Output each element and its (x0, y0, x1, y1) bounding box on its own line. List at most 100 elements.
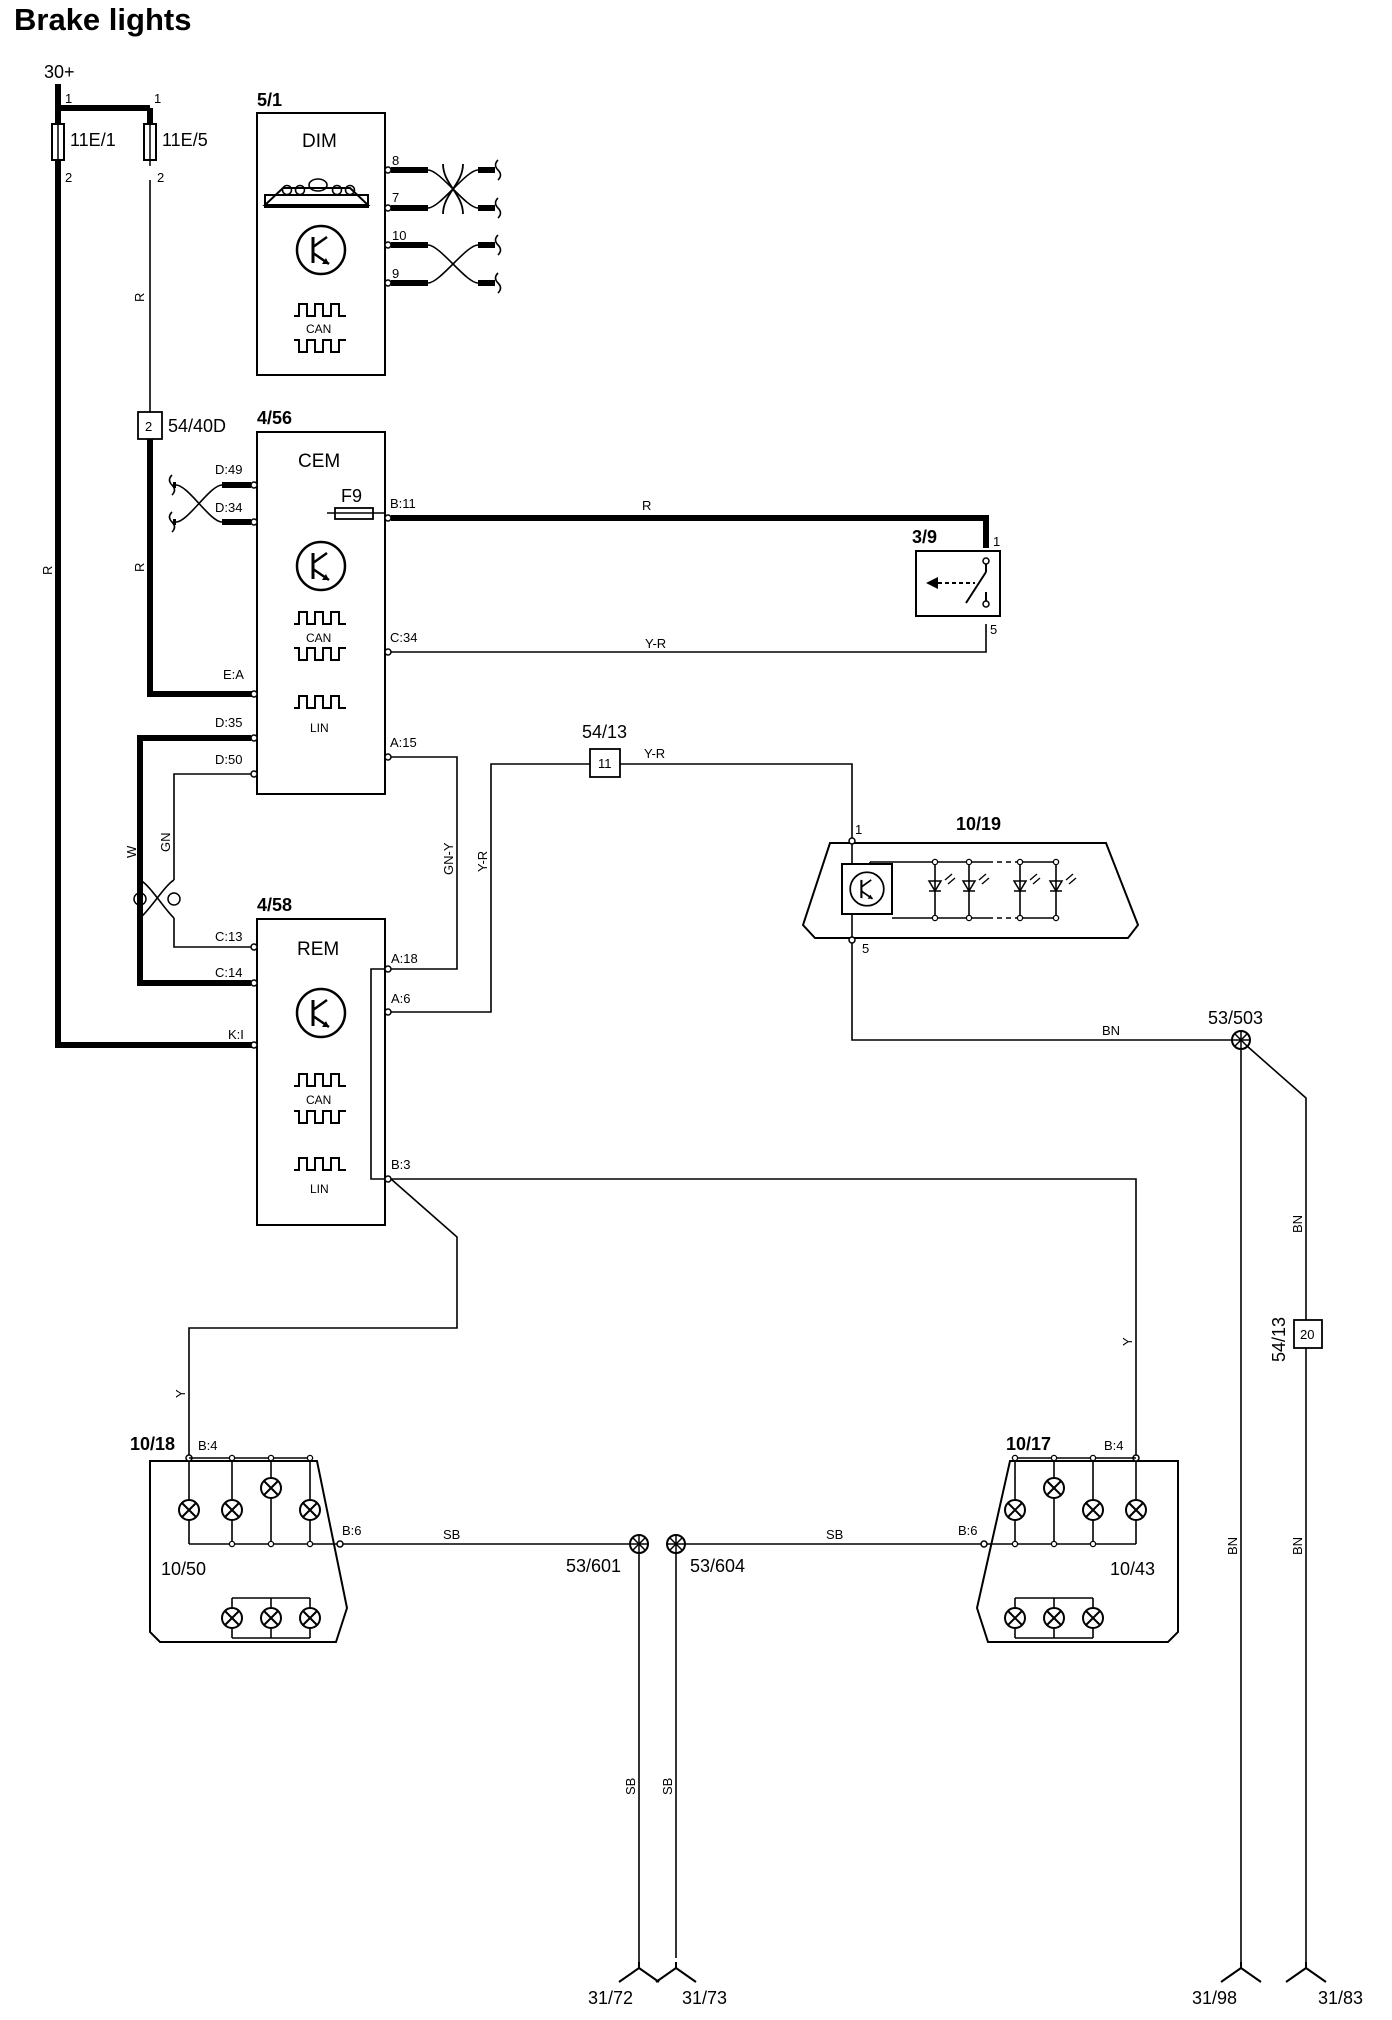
right-lamp-id: 10/17 (1006, 1434, 1051, 1454)
transistor-icon (295, 224, 347, 276)
transistor-icon (295, 987, 347, 1039)
svg-text:BN: BN (1102, 1023, 1120, 1038)
svg-text:BN: BN (1290, 1537, 1305, 1555)
svg-text:10: 10 (392, 228, 406, 243)
svg-text:B:6: B:6 (958, 1523, 978, 1538)
led-icon (927, 858, 956, 922)
svg-text:7: 7 (392, 190, 399, 205)
connector-54-40d-label: 54/40D (168, 416, 226, 436)
ground-31-83: 31/83 (1318, 1988, 1363, 2008)
fuse-11e5: 11E/5 2 (143, 108, 208, 185)
bulb-icon (1043, 1607, 1065, 1629)
svg-text:2: 2 (65, 170, 72, 185)
ground-31-98: 31/98 (1192, 1988, 1237, 2008)
hmsl-id: 10/19 (956, 814, 1001, 834)
svg-text:C:13: C:13 (215, 929, 242, 944)
wire-r-cem-switch: R (391, 498, 989, 548)
bulb-icon (178, 1499, 200, 1521)
svg-text:Y-R: Y-R (645, 636, 666, 651)
svg-text:A:18: A:18 (391, 951, 418, 966)
splice-53-503-label: 53/503 (1208, 1008, 1263, 1028)
svg-text:D:34: D:34 (215, 500, 242, 515)
connector-54-40d (137, 411, 163, 440)
svg-text:B:3: B:3 (391, 1157, 411, 1172)
svg-text:GN: GN (158, 833, 173, 853)
fuse-11e5-label: 11E/5 (162, 130, 208, 150)
svg-text:E:A: E:A (223, 667, 244, 682)
module-dim: 5/1 DIM CAN (256, 90, 386, 376)
fuse-11e1: 11E/1 2 (51, 108, 116, 185)
svg-text:B:11: B:11 (390, 496, 416, 511)
right-bulb-label: 10/43 (1110, 1559, 1155, 1579)
wire-bn-ground-83: BN 20 54/13 BN 31/83 (1246, 1045, 1363, 2008)
splice-53-604-label: 53/604 (690, 1556, 745, 1576)
wire-y-rem-lamps: Y Y (173, 1178, 1137, 1458)
svg-text:R: R (642, 498, 651, 513)
connector-54-13-b-label: 54/13 (1269, 1317, 1289, 1362)
dim-id: 5/1 (257, 90, 282, 110)
svg-text:2: 2 (145, 419, 152, 434)
svg-text:C:14: C:14 (215, 965, 242, 980)
splice-53-601 (629, 1534, 649, 1554)
svg-text:8: 8 (392, 153, 399, 168)
svg-text:C:34: C:34 (390, 630, 417, 645)
svg-text:1: 1 (65, 91, 72, 106)
led-icon (961, 858, 990, 922)
left-lamp-id: 10/18 (130, 1434, 175, 1454)
svg-text:B:4: B:4 (1104, 1438, 1124, 1453)
connector-54-13-a (589, 748, 621, 778)
ground-31-72: 31/72 (588, 1988, 633, 2008)
rem-id: 4/58 (257, 895, 292, 915)
svg-text:2: 2 (157, 170, 164, 185)
wire-cem-rem-lin: W GN (124, 735, 251, 986)
dim-name: DIM (302, 131, 337, 152)
switch-id: 3/9 (912, 527, 937, 547)
bulb-icon (221, 1607, 243, 1629)
brake-switch: 3/9 1 5 (912, 527, 1001, 637)
svg-text:1: 1 (993, 534, 1000, 549)
svg-text:B:4: B:4 (198, 1438, 218, 1453)
svg-text:CAN: CAN (306, 322, 331, 336)
bulb-icon (1043, 1477, 1065, 1499)
svg-text:SB: SB (826, 1527, 843, 1542)
module-cem: 4/56 CEM F9 CAN LIN D:49 D:34 B:11 C:34 … (215, 408, 417, 795)
svg-text:11: 11 (598, 756, 612, 771)
svg-text:SB: SB (660, 1778, 675, 1795)
splice-53-604 (666, 1534, 686, 1554)
instrument-cluster-icon (262, 178, 371, 208)
supply-label: 30+ (44, 62, 75, 82)
led-icon (1048, 858, 1077, 922)
bulb-icon (299, 1499, 321, 1521)
svg-text:R: R (40, 566, 55, 575)
svg-text:9: 9 (392, 266, 399, 281)
cem-id: 4/56 (257, 408, 292, 428)
cem-fuse-label: F9 (341, 486, 362, 506)
wire-yr-switch-cem: Y-R (391, 624, 987, 653)
svg-text:LIN: LIN (310, 1182, 329, 1196)
bulb-icon (1082, 1499, 1104, 1521)
wire-bn-hmsl-splice: BN (851, 943, 1238, 1041)
bulb-icon (260, 1607, 282, 1629)
wire-sb-right: 53/604 SB SB 31/73 (655, 1527, 981, 2008)
cem-name: CEM (298, 451, 340, 472)
svg-text:BN: BN (1225, 1537, 1240, 1555)
svg-text:20: 20 (1300, 1327, 1314, 1342)
ground-31-73: 31/73 (682, 1988, 727, 2008)
power-supply: 30+ 1 1 (44, 62, 161, 111)
wire-bn-ground-98: BN 31/98 (1192, 1049, 1262, 2008)
rem-name: REM (297, 939, 339, 960)
svg-text:LIN: LIN (310, 721, 329, 735)
led-icon (1012, 858, 1041, 922)
splice-53-601-label: 53/601 (566, 1556, 621, 1576)
svg-text:CAN: CAN (306, 1093, 331, 1107)
bulb-icon (299, 1607, 321, 1629)
svg-text:R: R (132, 563, 147, 572)
svg-text:D:50: D:50 (215, 752, 242, 767)
wire-r-11e5: R 2 54/40D R (132, 180, 257, 697)
wire-yr-rem-hmsl: Y-R 11 54/13 Y-R (391, 722, 853, 1013)
svg-text:1: 1 (855, 822, 862, 837)
svg-text:GN-Y: GN-Y (441, 842, 456, 875)
fuse-11e1-label: 11E/1 (70, 130, 116, 150)
bulb-icon (1082, 1607, 1104, 1629)
bulb-icon (1004, 1607, 1026, 1629)
